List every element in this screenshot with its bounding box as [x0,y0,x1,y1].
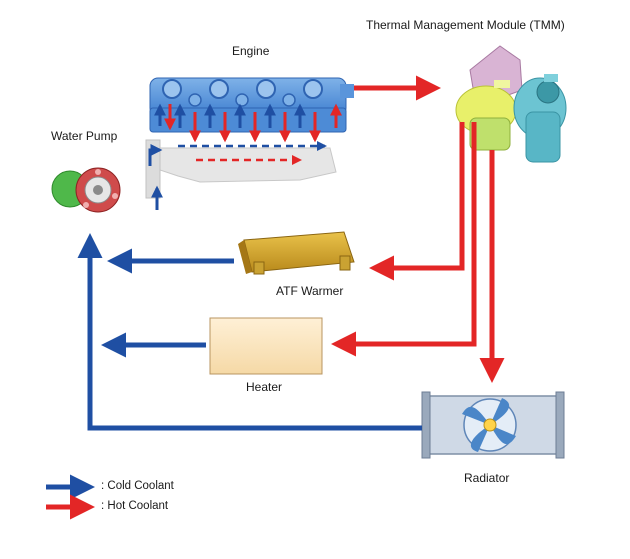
heater-illustration [209,317,323,375]
legend-hot-label: : Hot Coolant [101,500,169,512]
hot-coolant-flow [331,75,505,383]
tmm-to-atf-arrow [369,122,465,281]
atf-warmer-illustration [238,231,355,275]
radiator-illustration [421,391,565,459]
heater-label: Heater [246,380,283,394]
engine-illustration [145,77,354,199]
water-pump-illustration [51,167,121,213]
radiator-label: Radiator [464,471,510,485]
engine-internal-flow-arrows [148,103,342,210]
engine-label: Engine [232,44,270,58]
tmm-label: Thermal Management Module (TMM) [366,18,565,32]
legend-cold-label: : Cold Coolant [101,480,174,492]
cold-coolant-flow [77,233,422,431]
tmm-to-heater-arrow [331,122,477,357]
atf-warmer-label: ATF Warmer [276,284,344,298]
water-pump-label: Water Pump [51,129,118,143]
tmm-illustration [455,45,567,163]
radiator-return-arrow [77,233,422,431]
